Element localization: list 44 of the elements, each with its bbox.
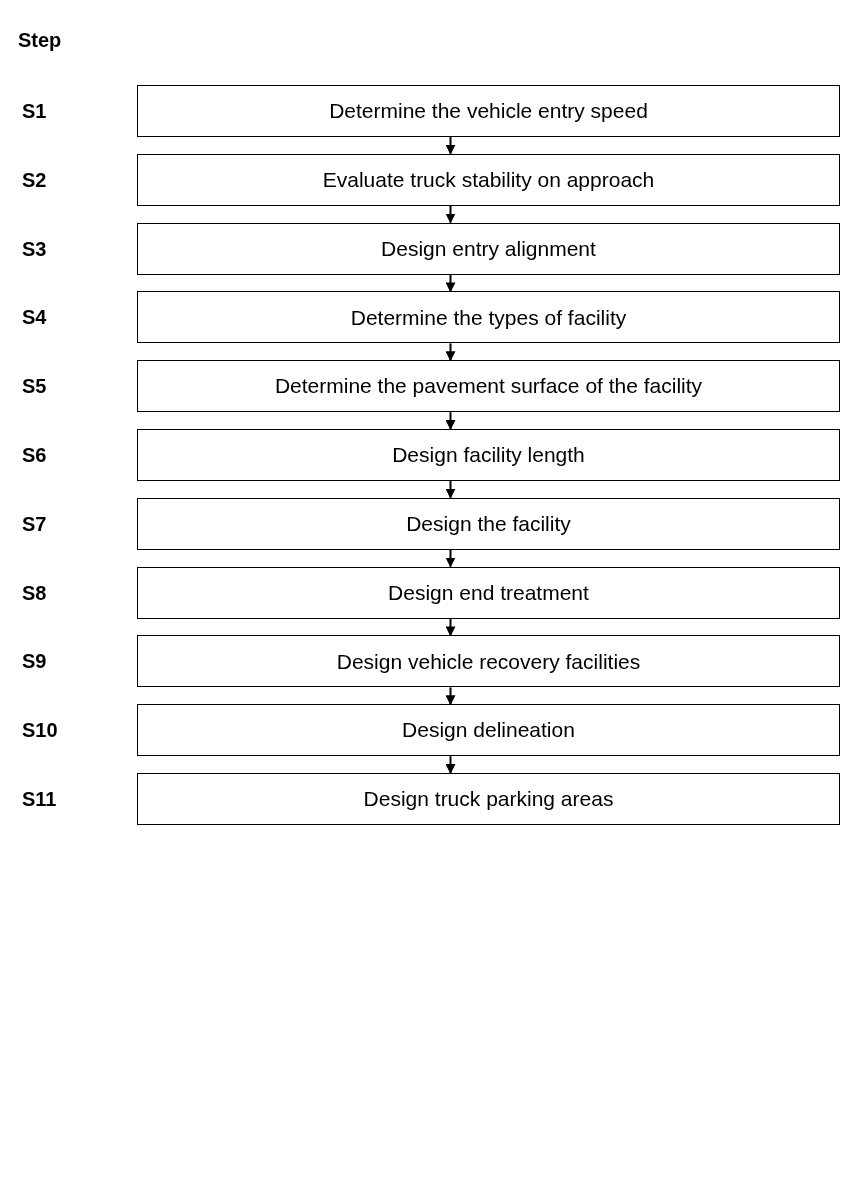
step-number: S8 (22, 582, 47, 603)
step-number: S2 (22, 169, 47, 190)
step-text: Determine the types of facility (350, 304, 627, 331)
arrow (445, 617, 456, 637)
step-number: S10 (22, 720, 58, 741)
step-number: S4 (22, 307, 47, 328)
step-number: S11 (22, 789, 57, 809)
process-box (137, 704, 840, 757)
step-text: Design delineation (402, 717, 575, 744)
step-text: Design truck parking areas (363, 786, 614, 813)
step-text: Design vehicle recovery facilities (336, 648, 641, 675)
process-box (137, 497, 840, 550)
arrow (445, 548, 456, 568)
process-box (137, 291, 840, 344)
process-box (137, 635, 840, 688)
arrow (445, 686, 456, 706)
process-box (137, 222, 840, 275)
arrow (445, 273, 456, 293)
step-number: S5 (22, 376, 47, 397)
step-number: S6 (22, 445, 47, 465)
step-number: S3 (22, 238, 47, 259)
step-text: Determine the vehicle entry speed (329, 98, 648, 125)
arrow (445, 411, 456, 430)
step-number: S9 (22, 651, 47, 672)
step-number: S7 (22, 513, 47, 534)
arrow (445, 755, 456, 774)
arrow (445, 204, 456, 224)
step-text: Determine the pavement surface of the facility (274, 373, 703, 400)
step-text: Design facility length (392, 442, 585, 469)
process-box (137, 360, 840, 413)
step-text: Evaluate truck stability on approach (322, 167, 655, 194)
process-box (137, 566, 840, 619)
step-number: S1 (22, 101, 47, 121)
step-text: Design the facility (406, 511, 571, 538)
step-text: Design entry alignment (381, 235, 596, 262)
arrow (445, 342, 456, 362)
process-box (137, 153, 840, 206)
process-box (137, 85, 840, 137)
process-box (137, 429, 840, 481)
step-text: Design end treatment (388, 579, 589, 606)
arrow (445, 480, 456, 499)
arrow (445, 136, 456, 155)
process-box (137, 773, 840, 825)
column-heading: Step (18, 30, 62, 50)
